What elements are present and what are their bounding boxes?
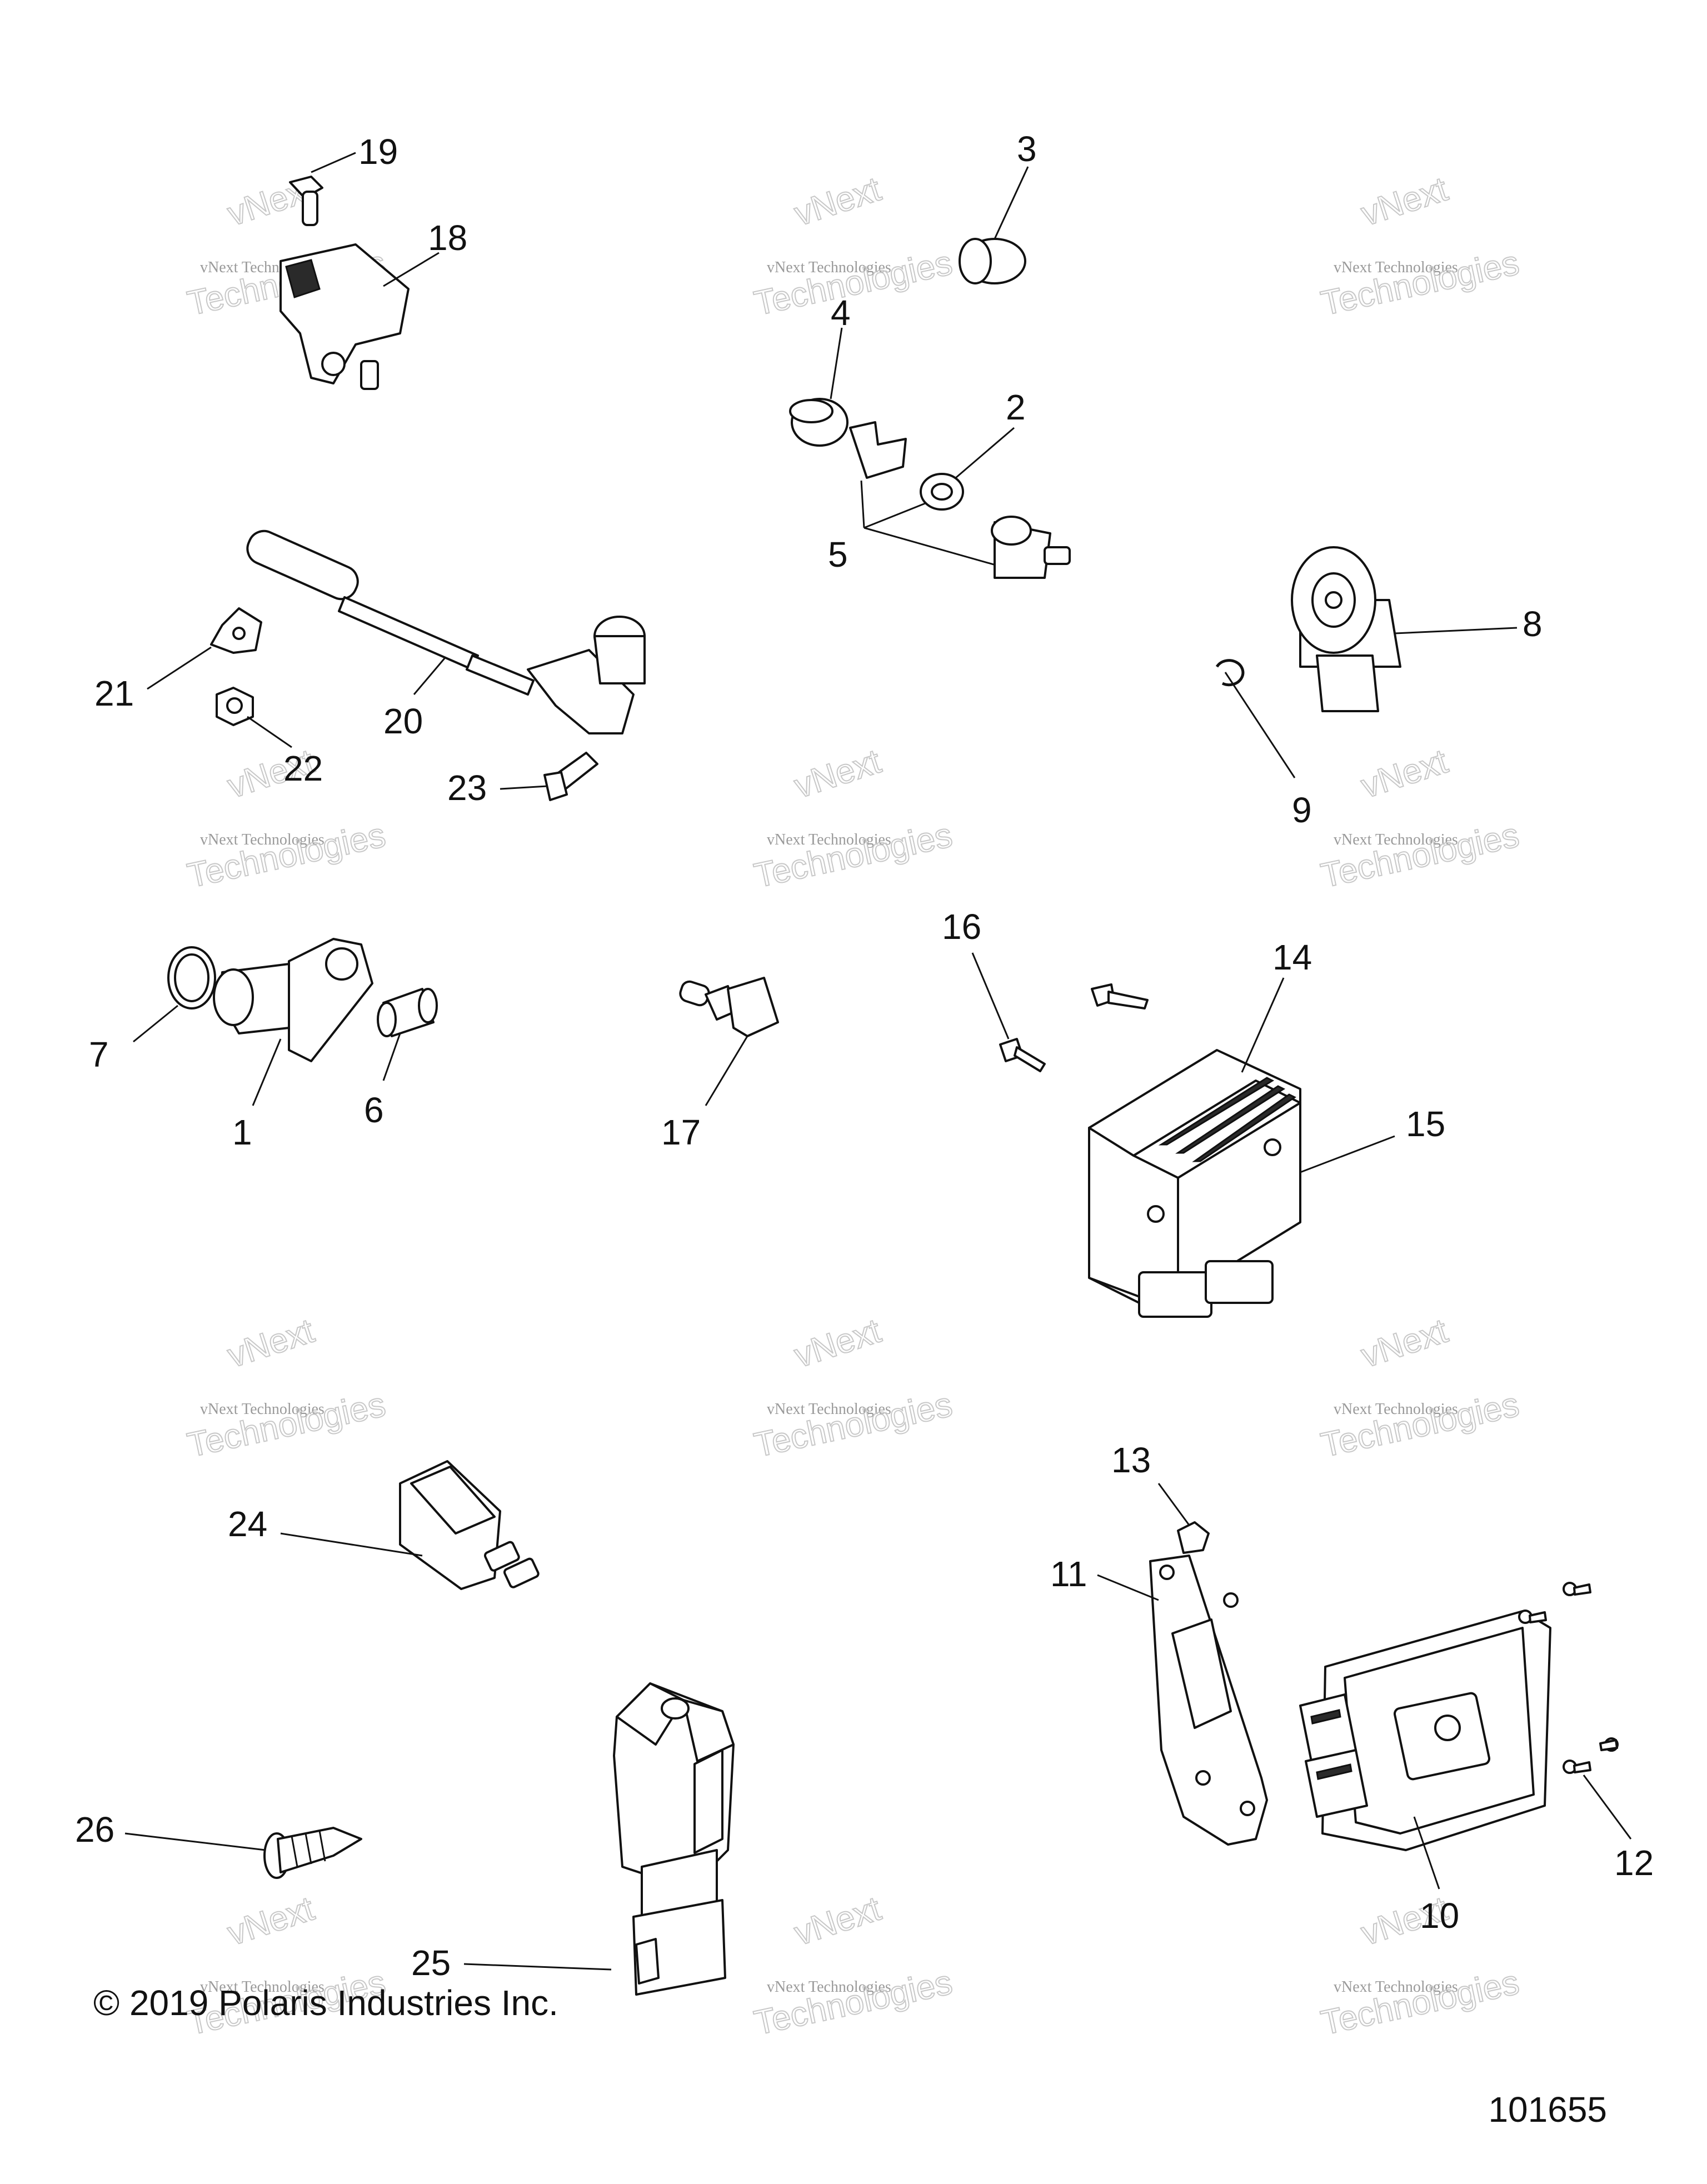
part-25-module[interactable] xyxy=(463,1682,735,1996)
watermark-top: vNext xyxy=(1356,170,1452,234)
part-1-cam-sensor[interactable] xyxy=(213,938,373,1106)
callout-15: 15 xyxy=(1406,1104,1445,1144)
diagram-number: 101655 xyxy=(1488,2090,1607,2130)
part-16-screws[interactable] xyxy=(971,952,1149,1072)
callout-1: 1 xyxy=(232,1112,252,1152)
watermark: vNext vNext Technologies Technologies xyxy=(750,1889,956,2043)
part-23-bolt[interactable] xyxy=(500,752,598,801)
callout-20: 20 xyxy=(383,701,423,741)
watermark-text-large: Technologies xyxy=(751,244,955,323)
callout-10: 10 xyxy=(1420,1896,1459,1936)
callout-22: 22 xyxy=(283,748,323,788)
watermark-top: vNext xyxy=(790,742,885,806)
watermark: vNext vNext Technologies Technologies xyxy=(750,169,956,324)
callout-14: 14 xyxy=(1272,937,1312,977)
watermark-text-large: Technologies xyxy=(1317,816,1522,896)
callout-21: 21 xyxy=(94,673,134,713)
part-4-cap[interactable] xyxy=(789,327,848,447)
watermark-text-large: Technologies xyxy=(1317,1963,1522,2043)
part-12-screws[interactable] xyxy=(1518,1582,1632,1840)
callout-25: 25 xyxy=(411,1943,451,1983)
callout-4: 4 xyxy=(831,293,851,333)
watermark-text: vNext Technologies xyxy=(767,259,891,276)
callout-8: 8 xyxy=(1523,604,1543,644)
watermark-text: vNext Technologies xyxy=(767,1401,891,1418)
watermark-top: vNext xyxy=(790,170,885,234)
part-11-bracket[interactable] xyxy=(1097,1555,1268,1846)
watermark: vNext vNext Technologies Technologies xyxy=(1317,742,1523,896)
part-19-bolt[interactable] xyxy=(289,152,356,226)
callout-9: 9 xyxy=(1292,790,1312,830)
part-13-bolt[interactable] xyxy=(1157,1483,1210,1554)
watermark: vNext vNext Technologies Technologies xyxy=(183,1311,389,1466)
watermark-text: vNext Technologies xyxy=(200,1401,325,1418)
watermark-top: vNext xyxy=(223,1890,318,1953)
callout-11: 11 xyxy=(1050,1554,1087,1594)
watermark-top: vNext xyxy=(223,1312,318,1376)
watermark-top: vNext xyxy=(1356,742,1452,806)
part-10-ecu[interactable] xyxy=(1299,1610,1551,1890)
watermark: vNext vNext Technologies Technologies xyxy=(1317,169,1523,324)
part-6-dowel[interactable] xyxy=(377,988,438,1081)
watermark-text-large: Technologies xyxy=(751,816,955,896)
callout-12: 12 xyxy=(1614,1843,1654,1883)
callout-19: 19 xyxy=(358,132,398,172)
watermark: vNext vNext Technologies Technologies xyxy=(750,1311,956,1466)
watermark-text-large: Technologies xyxy=(1317,244,1522,323)
callout-24: 24 xyxy=(228,1504,267,1544)
watermark-text-large: Technologies xyxy=(751,1386,955,1465)
callout-17: 17 xyxy=(661,1112,701,1152)
watermark-top: vNext xyxy=(790,1312,885,1376)
watermark-text: vNext Technologies xyxy=(200,831,325,848)
part-15-regulator[interactable] xyxy=(1088,977,1395,1318)
part-26-screw[interactable] xyxy=(124,1827,362,1879)
watermark-text: vNext Technologies xyxy=(1334,1978,1458,1996)
callout-3: 3 xyxy=(1017,129,1037,169)
part-8-knock-sensor[interactable] xyxy=(1291,546,1518,712)
callout-26: 26 xyxy=(75,1810,114,1850)
watermark-text: vNext Technologies xyxy=(1334,1401,1458,1418)
watermark-text: vNext Technologies xyxy=(1334,259,1458,276)
watermark-text: vNext Technologies xyxy=(767,1978,891,1996)
part-5-key[interactable] xyxy=(849,421,1012,571)
watermark-text-large: Technologies xyxy=(751,1963,955,2043)
part-20-speed-sensor[interactable] xyxy=(242,526,646,734)
watermark-text-large: Technologies xyxy=(184,1386,388,1465)
callout-7: 7 xyxy=(89,1034,109,1074)
watermark-text: vNext Technologies xyxy=(767,831,891,848)
callout-18: 18 xyxy=(428,218,467,258)
part-2-washer[interactable] xyxy=(920,427,1015,511)
watermark: vNext vNext Technologies Technologies xyxy=(750,742,956,896)
part-24-switch[interactable] xyxy=(280,1460,540,1590)
callout-16: 16 xyxy=(942,907,981,947)
part-3-cap[interactable] xyxy=(959,166,1029,284)
part-5-switch[interactable] xyxy=(991,516,1071,579)
watermark-text: vNext Technologies xyxy=(200,1978,325,1996)
callout-6: 6 xyxy=(364,1090,384,1130)
callout-2: 2 xyxy=(1006,387,1026,427)
copyright-text: © 2019 Polaris Industries Inc. xyxy=(93,1983,558,2023)
watermark-top: vNext xyxy=(1356,1312,1452,1376)
part-17-temp-sensor[interactable] xyxy=(678,977,779,1106)
callout-13: 13 xyxy=(1111,1440,1151,1480)
part-22-nut[interactable] xyxy=(216,687,292,748)
callout-23: 23 xyxy=(447,768,487,808)
watermark-text-large: Technologies xyxy=(184,816,388,896)
part-18-map-sensor[interactable] xyxy=(279,243,440,390)
part-21-clamp[interactable] xyxy=(147,607,262,690)
watermark-text: vNext Technologies xyxy=(1334,831,1458,848)
part-9-clip[interactable] xyxy=(1215,659,1296,778)
watermark: vNext vNext Technologies Technologies xyxy=(1317,1311,1523,1466)
callout-5: 5 xyxy=(828,534,848,574)
watermark-top: vNext xyxy=(790,1890,885,1953)
watermark-text-large: Technologies xyxy=(1317,1386,1522,1465)
part-7-o-ring[interactable] xyxy=(133,946,216,1043)
